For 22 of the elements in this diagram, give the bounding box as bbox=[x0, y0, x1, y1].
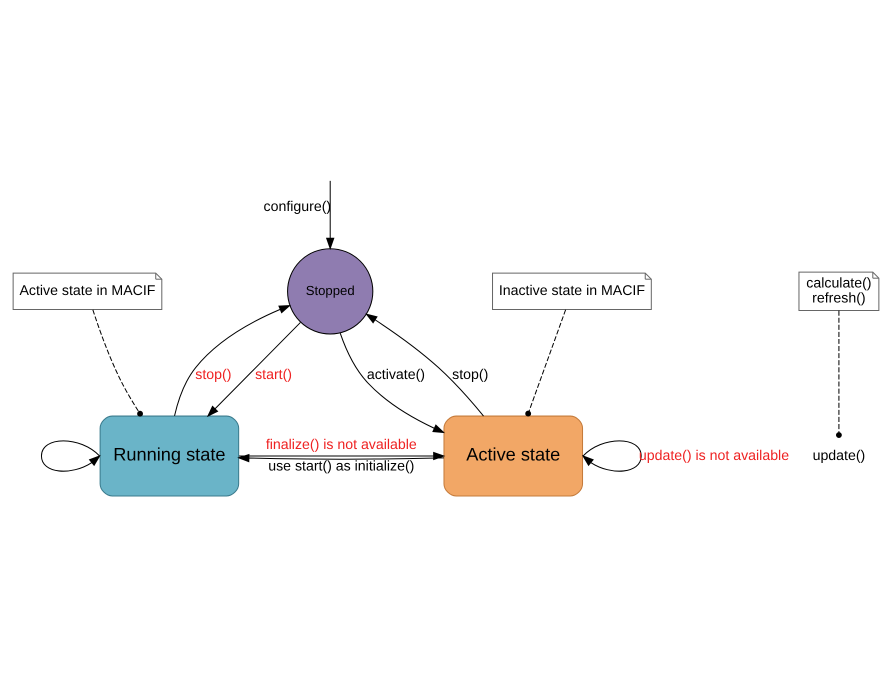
node-text: update() bbox=[812, 446, 866, 463]
edge-label: finalize() is not available bbox=[266, 436, 417, 452]
arrow bbox=[40, 440, 101, 472]
connector bbox=[525, 310, 566, 417]
arrow bbox=[238, 452, 446, 460]
edge-label: activate() bbox=[366, 366, 426, 382]
edge-label: start() bbox=[255, 366, 292, 382]
arrow bbox=[582, 440, 642, 472]
node-box: Active state bbox=[443, 416, 584, 496]
arrow bbox=[174, 304, 292, 416]
connector bbox=[92, 310, 143, 417]
arrow bbox=[326, 180, 334, 250]
arrow bbox=[340, 333, 446, 434]
arrow bbox=[206, 322, 301, 418]
edge-label: stop() bbox=[452, 366, 488, 382]
node-box: Running state bbox=[100, 416, 240, 496]
node-circle: Stopped bbox=[287, 248, 374, 334]
edge-label: stop() bbox=[195, 366, 232, 382]
edge-label: use start() as initialize() bbox=[268, 458, 414, 474]
connector bbox=[836, 310, 842, 438]
arrow bbox=[365, 313, 484, 416]
arrow bbox=[237, 454, 444, 462]
